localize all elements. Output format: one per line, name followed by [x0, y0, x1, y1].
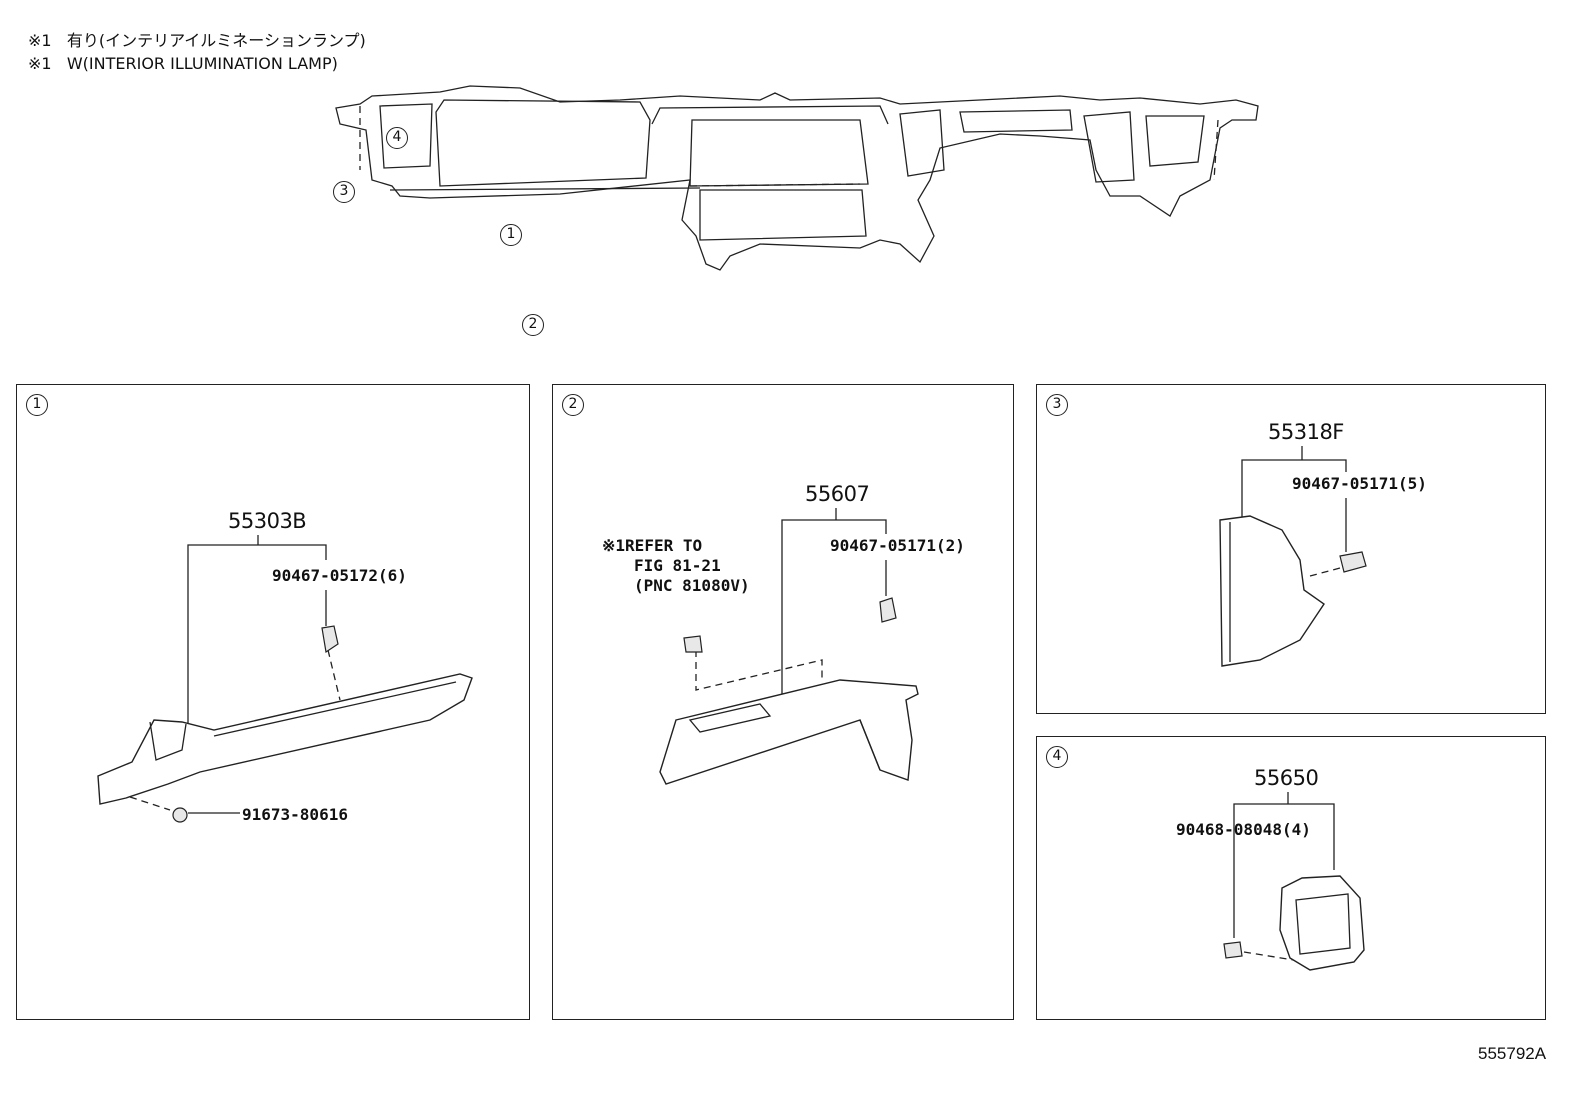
overview-callout-1: 1 — [500, 224, 522, 246]
side-panel-part — [1219, 515, 1325, 667]
part-number-clip: 90467-05171(2) — [830, 536, 965, 555]
note-japanese: ※1 有り(インテリアイルミネーションランプ) — [28, 30, 366, 52]
vent-part — [1279, 875, 1365, 971]
bulb-part — [683, 635, 703, 653]
overview-callout-2: 2 — [522, 314, 544, 336]
panel-number: 4 — [1046, 746, 1068, 768]
part-number-screw: 91673-80616 — [242, 805, 348, 824]
part-number-main: 55607 — [805, 482, 870, 506]
refer-mark: ※1 — [602, 536, 626, 555]
refer-line: REFER TO — [625, 536, 703, 555]
part-number-main: 55318F — [1268, 420, 1344, 444]
note-mark: ※1 — [28, 54, 52, 73]
part-detail — [859, 719, 881, 771]
part-number-clip: 90468-08048(4) — [1176, 820, 1311, 839]
glove-box-part — [659, 679, 919, 785]
note-text: W(INTERIOR ILLUMINATION LAMP) — [66, 54, 338, 73]
refer-line: FIG 81-21 — [634, 556, 721, 575]
detail-panel-4: 4 — [1036, 736, 1546, 1020]
refer-line: (PNC 81080V) — [634, 576, 750, 595]
leader-line — [1233, 803, 1335, 870]
dashed-leader — [1309, 567, 1341, 577]
clip-part — [1339, 551, 1367, 573]
part-number-main: 55303B — [228, 509, 307, 533]
note-text: 有り(インテリアイルミネーションランプ) — [66, 31, 366, 50]
part-number-clip: 90467-05172(6) — [272, 566, 407, 585]
leader-line — [187, 544, 327, 727]
instrument-panel-outline — [335, 85, 1259, 271]
screw-part — [1223, 941, 1243, 959]
note-english: ※1 W(INTERIOR ILLUMINATION LAMP) — [28, 53, 338, 75]
clip-part — [321, 625, 339, 654]
note-mark: ※1 — [28, 31, 52, 50]
screw-part — [172, 807, 188, 823]
part-detail — [149, 721, 187, 761]
part-detail — [213, 681, 457, 737]
detail-panel-3: 3 — [1036, 384, 1546, 714]
panel-number: 1 — [26, 394, 48, 416]
figure-id: 555792A — [1478, 1044, 1547, 1063]
overview-callout-4: 4 — [386, 127, 408, 149]
overview-callout-3: 3 — [333, 181, 355, 203]
part-number-main: 55650 — [1254, 766, 1319, 790]
detail-panel-1: 1 — [16, 384, 530, 1020]
clip-part — [879, 597, 897, 623]
lower-panel-part — [97, 673, 473, 805]
panel-number: 3 — [1046, 394, 1068, 416]
dashed-leader — [327, 649, 341, 701]
detail-panel-2: 2 — [552, 384, 1014, 1020]
part-detail — [688, 703, 772, 733]
leader-line — [781, 519, 887, 705]
refer-note: ※1REFER TO FIG 81-21 (PNC 81080V) — [602, 536, 750, 596]
part-number-clip: 90467-05171(5) — [1292, 474, 1427, 493]
part-detail — [1295, 893, 1351, 955]
panel-number: 2 — [562, 394, 584, 416]
leader-line — [1241, 459, 1347, 518]
